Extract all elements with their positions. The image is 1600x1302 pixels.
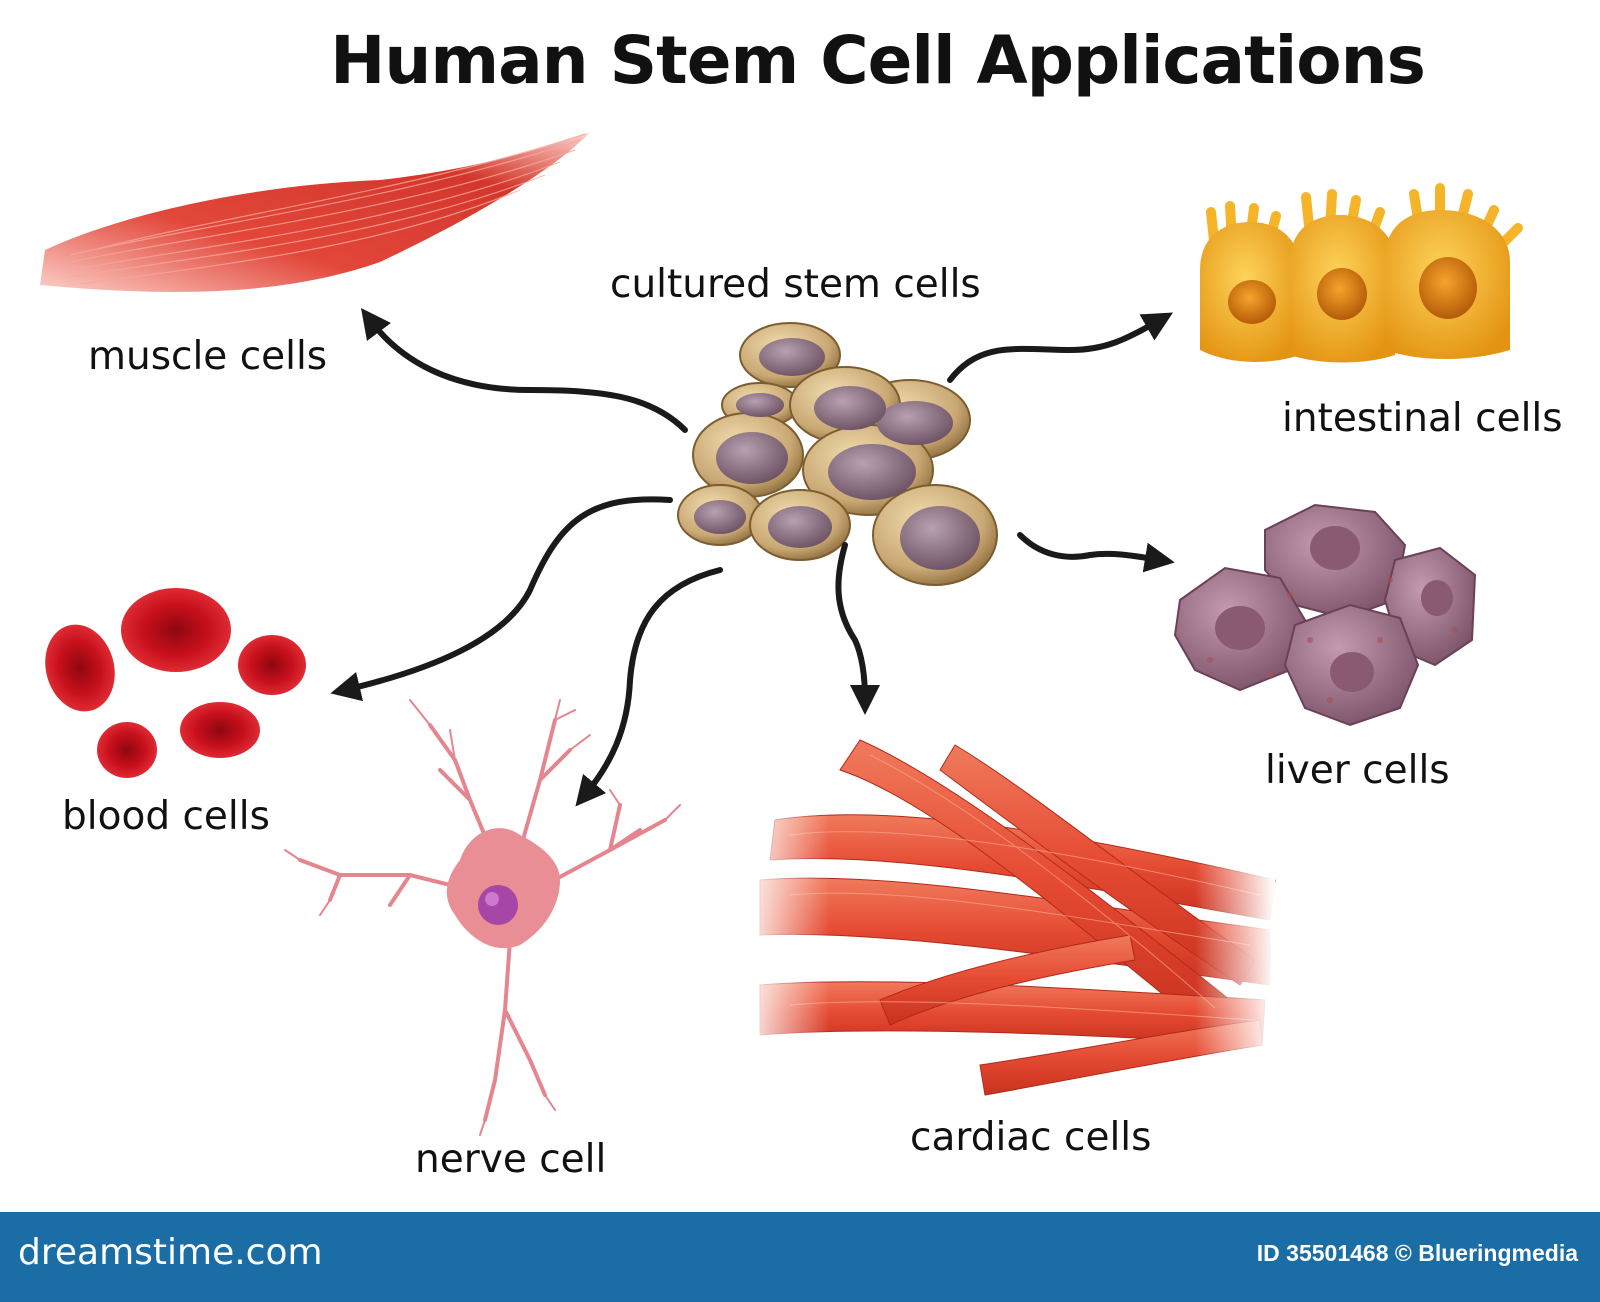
label-cultured-stem-cells: cultured stem cells (610, 262, 981, 307)
arrow-to-nerve-cell (575, 567, 723, 807)
arrow-to-muscle-cells (360, 308, 688, 433)
cultured-stem-cells-illustration (677, 322, 998, 586)
arrow-to-blood-cells (330, 496, 673, 702)
label-intestinal-cells: intestinal cells (1282, 396, 1563, 441)
label-nerve-cell: nerve cell (415, 1137, 607, 1182)
diagram-title: Human Stem Cell Applications (330, 22, 1426, 99)
blood-cells-illustration (45, 588, 306, 778)
label-cardiac-cells: cardiac cells (910, 1115, 1152, 1160)
label-muscle-cells: muscle cells (88, 334, 328, 379)
muscle-cells-illustration (40, 132, 590, 292)
cardiac-cells-illustration (740, 720, 1276, 1096)
arrow-to-intestinal-cells (947, 312, 1174, 383)
footer-bar: dreamstime.com ID 35501468 © Blueringmed… (0, 1212, 1600, 1302)
label-blood-cells: blood cells (62, 794, 270, 839)
arrow-to-liver-cells (1017, 532, 1175, 573)
arrows (330, 308, 1175, 807)
footer-site-logo: dreamstime.com (18, 1232, 323, 1273)
liver-cells-illustration (1173, 503, 1477, 727)
arrow-to-cardiac-cells (835, 542, 880, 715)
nerve-cell-illustration (284, 699, 681, 1136)
label-liver-cells: liver cells (1265, 748, 1450, 793)
intestinal-cells-illustration (1200, 183, 1523, 363)
footer-credit: ID 35501468 © Blueringmedia (1256, 1240, 1578, 1266)
